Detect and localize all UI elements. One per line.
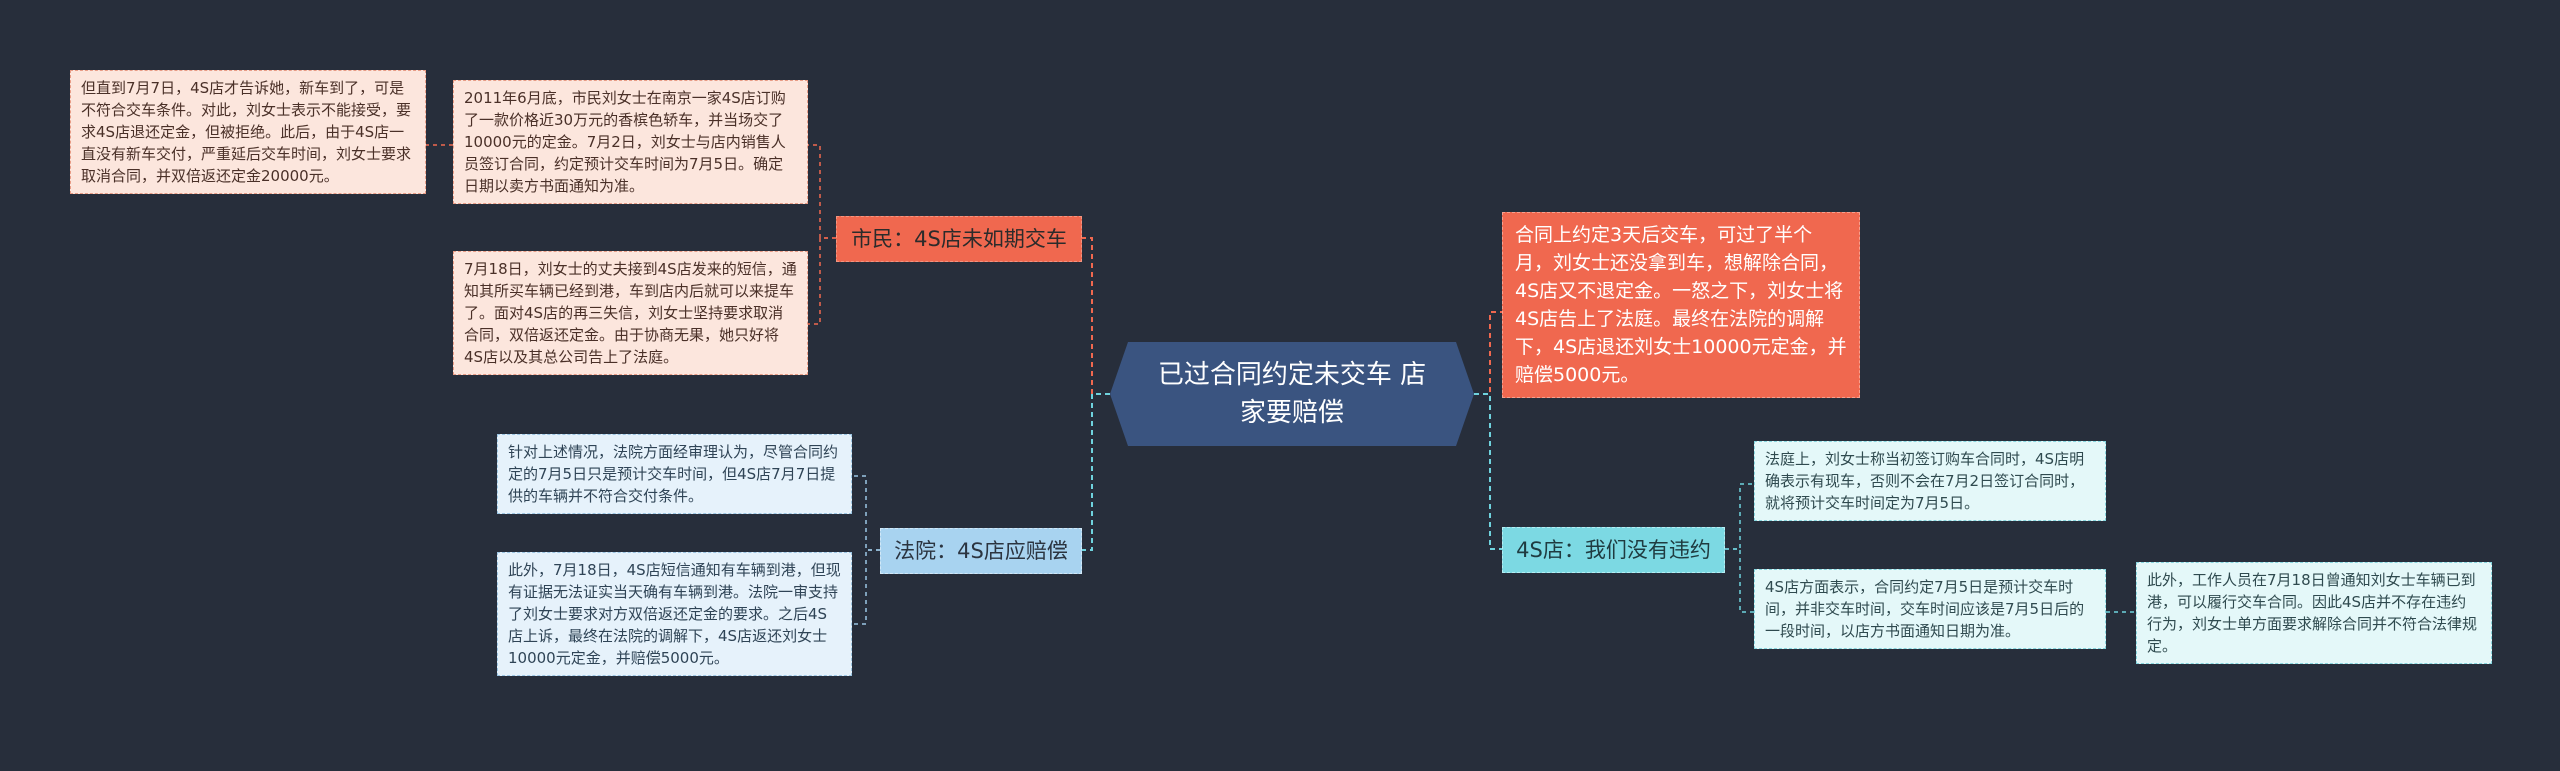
dealer-leaf-2[interactable]: 4S店方面表示，合同约定7月5日是预计交车时间，并非交车时间，交车时间应该是7月… [1754, 569, 2106, 649]
citizen-leaf-1-text: 2011年6月底，市民刘女士在南京一家4S店订购了一款价格近30万元的香槟色轿车… [464, 89, 786, 195]
outcome-node[interactable]: 合同上约定3天后交车，可过了半个月，刘女士还没拿到车，想解除合同，4S店又不退定… [1502, 212, 1860, 398]
link-citizen-leaf1 [808, 144, 836, 239]
court-leaf-2[interactable]: 此外，7月18日，4S店短信通知有车辆到港，但现有证据无法证实当天确有车辆到港。… [497, 552, 852, 676]
court-leaf-1-text: 针对上述情况，法院方面经审理认为，尽管合同约定的7月5日只是预计交车时间，但4S… [508, 443, 839, 505]
link-dealer-leaf1 [1725, 483, 1754, 550]
court-leaf-1[interactable]: 针对上述情况，法院方面经审理认为，尽管合同约定的7月5日只是预计交车时间，但4S… [497, 434, 852, 514]
outcome-node-text: 合同上约定3天后交车，可过了半个月，刘女士还没拿到车，想解除合同，4S店又不退定… [1515, 224, 1847, 386]
dealer-sub-leaf[interactable]: 此外，工作人员在7月18日曾通知刘女士车辆已到港，可以履行交车合同。因此4S店并… [2136, 562, 2492, 664]
citizen-sub-leaf-text: 但直到7月7日，4S店才告诉她，新车到了，可是不符合交车条件。对此，刘女士表示不… [81, 79, 412, 185]
branch-dealer-label: 4S店：我们没有违约 [1516, 538, 1711, 562]
branch-court[interactable]: 法院：4S店应赔偿 [880, 528, 1082, 574]
central-topic[interactable]: 已过合同约定未交车 店家要赔偿 [1110, 342, 1474, 446]
dealer-sub-leaf-text: 此外，工作人员在7月18日曾通知刘女士车辆已到港，可以履行交车合同。因此4S店并… [2147, 571, 2478, 655]
link-central-court [1082, 393, 1110, 551]
citizen-leaf-2[interactable]: 7月18日，刘女士的丈夫接到4S店发来的短信，通知其所买车辆已经到港，车到店内后… [453, 251, 808, 375]
link-court-leaf2 [852, 549, 880, 625]
dealer-leaf-1[interactable]: 法庭上，刘女士称当初签订购车合同时，4S店明确表示有现车，否则不会在7月2日签订… [1754, 441, 2106, 521]
citizen-sub-leaf[interactable]: 但直到7月7日，4S店才告诉她，新车到了，可是不符合交车条件。对此，刘女士表示不… [70, 70, 426, 194]
branch-dealer[interactable]: 4S店：我们没有违约 [1502, 527, 1725, 573]
link-citizen-leaf2 [808, 237, 836, 325]
citizen-leaf-2-text: 7月18日，刘女士的丈夫接到4S店发来的短信，通知其所买车辆已经到港，车到店内后… [464, 260, 797, 366]
court-leaf-2-text: 此外，7月18日，4S店短信通知有车辆到港，但现有证据无法证实当天确有车辆到港。… [508, 561, 841, 667]
dealer-leaf-2-text: 4S店方面表示，合同约定7月5日是预计交车时间，并非交车时间，交车时间应该是7月… [1765, 578, 2085, 640]
link-central-dealer [1474, 393, 1502, 550]
link-dealer-leaf2 [1725, 548, 1754, 613]
link-central-outcome [1474, 311, 1502, 395]
link-central-citizen [1082, 237, 1110, 395]
branch-citizen[interactable]: 市民：4S店未如期交车 [836, 216, 1082, 262]
branch-court-label: 法院：4S店应赔偿 [894, 539, 1068, 563]
citizen-leaf-1[interactable]: 2011年6月底，市民刘女士在南京一家4S店订购了一款价格近30万元的香槟色轿车… [453, 80, 808, 204]
central-topic-label: 已过合同约定未交车 店家要赔偿 [1157, 360, 1427, 428]
dealer-leaf-1-text: 法庭上，刘女士称当初签订购车合同时，4S店明确表示有现车，否则不会在7月2日签订… [1765, 450, 2085, 512]
link-court-leaf1 [852, 475, 880, 551]
branch-citizen-label: 市民：4S店未如期交车 [851, 227, 1067, 251]
